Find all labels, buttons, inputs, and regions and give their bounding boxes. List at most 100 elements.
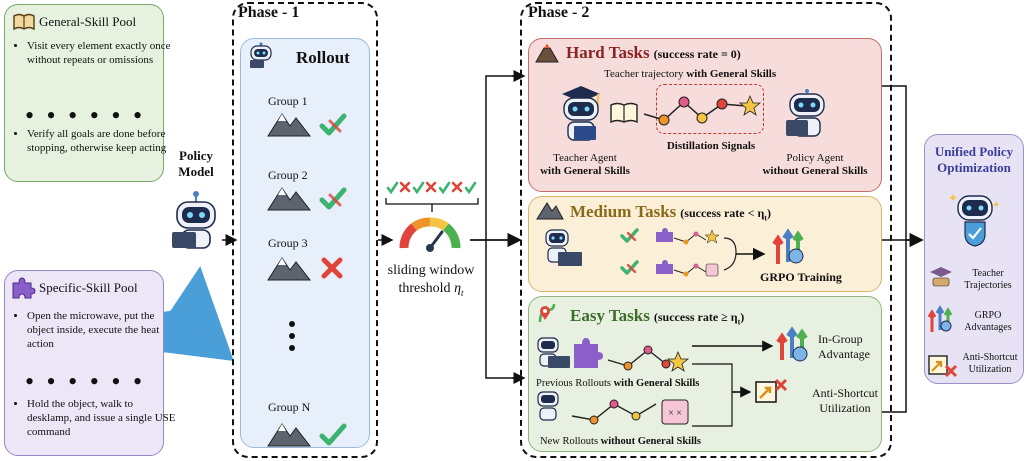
shield-robot-icon: ✦ ✦ — [948, 190, 1002, 253]
mountain-icon — [267, 113, 312, 137]
mountain-icon — [267, 423, 312, 447]
group-2-label: Group 2 — [268, 168, 308, 182]
open-book-icon — [610, 102, 638, 129]
legend-grpo-advantages: GRPO Advantages — [964, 310, 1012, 333]
vertical-ellipsis — [289, 321, 295, 351]
signal-cross-icon — [399, 181, 411, 193]
svg-text:× ×: × × — [668, 408, 682, 419]
policy-agent-icon — [784, 88, 830, 145]
specific-pool-title: Specific-Skill Pool — [39, 280, 138, 295]
puzzle-icon — [11, 277, 36, 304]
map-pin-icon — [536, 300, 560, 331]
teacher-robot-icon — [554, 84, 608, 149]
book-icon — [13, 13, 35, 36]
medium-tasks-panel — [528, 196, 882, 292]
volcano-icon — [534, 40, 560, 69]
svg-text:✦: ✦ — [992, 200, 1000, 211]
phase1-panel — [232, 2, 378, 458]
robot-icon — [537, 391, 559, 421]
general-skill-pool: General-Skill Pool Visit every element e… — [4, 4, 171, 182]
unified-title: Unified Policy Optimization — [934, 144, 1014, 175]
robot-laptop-icon — [537, 337, 570, 368]
general-pool-ellipsis: • • • • • • — [24, 101, 146, 130]
legend-anti-shortcut: Anti-Shortcut Utilization — [962, 352, 1018, 375]
in-group-advantage-label: In-Group Advantage — [818, 332, 870, 361]
mountain-icon — [267, 187, 312, 211]
rollout-robot-icon — [248, 42, 274, 73]
arrow-branch — [485, 75, 522, 379]
cross-icon — [321, 257, 343, 279]
specific-pool-list: Open the microwave, put the object insid… — [5, 309, 177, 351]
trajectory-2 — [656, 260, 719, 277]
robot-laptop-icon — [545, 229, 582, 266]
legend-teacher-trajectories: Teacher Trajectories — [964, 268, 1012, 291]
previous-rollouts-label: Previous Rollouts with General Skills — [536, 378, 700, 389]
signal-cross-icon — [425, 181, 437, 193]
rollout-panel — [240, 38, 370, 448]
anti-shortcut-icon — [755, 378, 788, 403]
medium-title-row: Medium Tasks (success rate < ηt) — [570, 202, 771, 223]
puzzle-icon — [574, 338, 603, 368]
policy-model-label: Policy Model — [178, 148, 214, 179]
grad-cap-icon — [928, 264, 954, 293]
general-pool-title: General-Skill Pool — [39, 14, 137, 29]
group-3-label: Group 3 — [268, 236, 308, 250]
group-1-label: Group 1 — [268, 94, 308, 108]
robot-icon — [168, 188, 224, 257]
grpo-arrows-icon — [776, 326, 808, 362]
general-pool-list: Visit every element exactly once without… — [5, 39, 177, 67]
hard-title-row: Hard Tasks (success rate = 0) — [566, 43, 741, 62]
arrow-phase2-to-unified — [882, 85, 907, 413]
bracket — [723, 237, 737, 271]
window-bracket — [385, 198, 479, 212]
check-icon — [319, 113, 347, 136]
easy-outcomes — [692, 326, 808, 427]
phase1-title: Phase - 1 — [238, 4, 300, 21]
teacher-trajectory-label: Teacher trajectory with General Skills — [604, 68, 777, 80]
list-item: Visit every element exactly once without… — [27, 39, 177, 67]
distillation-box — [656, 84, 764, 134]
signal-strip — [382, 180, 482, 225]
phase2-title: Phase - 2 — [528, 4, 590, 21]
grpo-advantages-icon — [927, 305, 956, 339]
signal-check-icon — [464, 181, 477, 195]
grpo-training-label: GRPO Training — [760, 270, 842, 284]
list-item: Verify all goals are done before stoppin… — [27, 127, 177, 155]
trajectory-1 — [656, 228, 720, 245]
list-item: Hold the object, walk to desklamp, and i… — [27, 397, 177, 439]
grpo-arrows-icon — [772, 228, 804, 264]
medium-rollouts — [545, 228, 804, 277]
check-icon — [319, 423, 347, 446]
signal-check-icon — [386, 181, 399, 195]
mountain-medium-icon — [536, 200, 564, 225]
easy-title-row: Easy Tasks (success rate ≥ ηt) — [570, 306, 745, 327]
phase2-panel — [520, 2, 892, 458]
sliding-window-label: sliding window threshold ηt — [387, 263, 475, 298]
list-item: Open the microwave, put the object insid… — [27, 309, 177, 351]
teacher-trajectory-path — [643, 94, 762, 126]
general-pool-list-2: Verify all goals are done before stoppin… — [5, 127, 177, 155]
gauge-icon — [398, 214, 462, 259]
signal-check-icon — [438, 181, 451, 195]
specific-pool-list-2: Hold the object, walk to desklamp, and i… — [5, 397, 177, 439]
rollout-title: Rollout — [296, 48, 350, 67]
mountain-icon — [267, 257, 312, 281]
check-icon — [620, 260, 639, 275]
check-icon — [319, 187, 347, 210]
signal-cross-icon — [451, 181, 463, 193]
specific-pool-ellipsis: • • • • • • — [24, 367, 146, 396]
signal-check-icon — [412, 181, 425, 195]
check-icon — [620, 228, 639, 243]
group-n-label: Group N — [268, 400, 311, 414]
group-results — [267, 113, 347, 447]
new-rollouts-label: New Rollouts without General Skills — [540, 436, 702, 447]
anti-shortcut-icon — [928, 352, 958, 383]
anti-shortcut-label: Anti-Shortcut Utilization — [812, 386, 878, 415]
easy-rollouts: × × — [537, 337, 690, 425]
distillation-label: Distillation Signals — [666, 140, 756, 152]
unified-policy-panel — [924, 134, 1024, 384]
arrow-specific-to-policy — [144, 266, 234, 362]
